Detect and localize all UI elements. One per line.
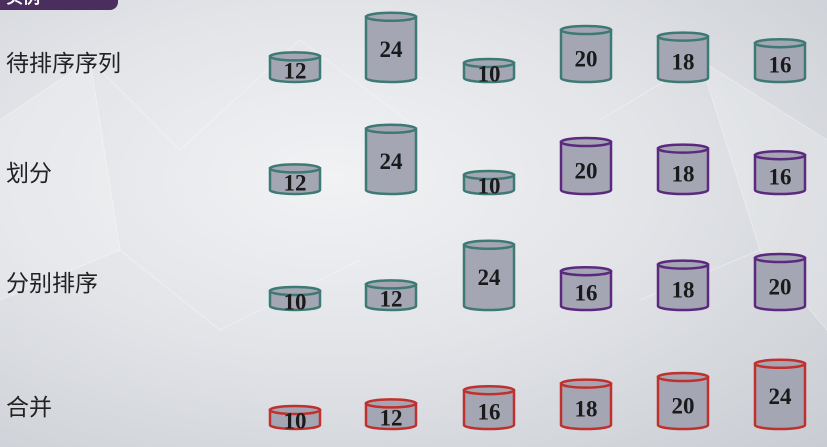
cylinder-20: 20 (559, 24, 613, 84)
cylinder-top (656, 143, 710, 154)
cylinder-value-label: 16 (575, 280, 598, 305)
cylinder-12: 12 (268, 51, 322, 84)
cylinder-value-label: 16 (769, 52, 792, 77)
cylinder-12: 12 (268, 163, 322, 196)
cylinder-value-label: 16 (769, 164, 792, 189)
cylinder-top (462, 169, 516, 181)
cylinder-10: 10 (462, 57, 516, 86)
cylinder-value-label: 16 (478, 399, 501, 424)
cylinder-top (559, 136, 613, 148)
cylinder-16: 16 (753, 37, 807, 84)
cylinder-body (559, 269, 613, 312)
cylinder-value-label: 24 (380, 37, 404, 62)
cylinder-top (559, 378, 613, 389)
cylinder-body (462, 243, 516, 312)
cylinder-top (364, 11, 418, 23)
cylinder-body (268, 55, 322, 84)
cylinder-top (559, 265, 613, 277)
cylinder-body (364, 402, 418, 431)
cylinder-24: 24 (364, 11, 418, 84)
cylinder-value-label: 18 (575, 396, 598, 421)
cylinder-12: 12 (364, 279, 418, 312)
cylinder-body (656, 35, 710, 84)
cylinder-top (462, 57, 516, 69)
cylinder-value-label: 20 (575, 158, 598, 183)
cylinder-top (268, 51, 322, 62)
cylinder-body (268, 167, 322, 196)
cylinder-body (753, 41, 807, 84)
cylinder-value-label: 10 (284, 408, 307, 433)
cylinder-top (364, 279, 418, 290)
cylinder-top (462, 384, 516, 396)
cylinder-top (364, 123, 418, 135)
cylinder-value-label: 12 (284, 58, 307, 83)
cylinder-top (268, 285, 322, 297)
cylinder-16: 16 (753, 149, 807, 196)
cylinder-value-label: 10 (478, 61, 501, 86)
cylinder-body (753, 362, 807, 431)
cylinder-value-label: 12 (380, 405, 403, 430)
section-tag: 实例 (0, 0, 118, 10)
cylinder-body (559, 28, 613, 84)
cylinder-value-label: 18 (672, 277, 695, 302)
cylinder-value-label: 12 (380, 286, 403, 311)
cylinder-body (364, 283, 418, 312)
row-label-merge: 合并 (6, 395, 52, 421)
cylinder-value-label: 24 (478, 265, 502, 290)
cylinder-18: 18 (656, 31, 710, 84)
cylinder-20: 20 (559, 136, 613, 196)
cylinder-value-label: 20 (575, 46, 598, 71)
cylinder-top (268, 404, 322, 416)
cylinder-value-label: 18 (672, 49, 695, 74)
cylinder-value-label: 24 (380, 149, 404, 174)
cylinder-value-label: 18 (672, 161, 695, 186)
cylinder-body (656, 147, 710, 196)
cylinder-18: 18 (656, 143, 710, 196)
cylinder-10: 10 (268, 285, 322, 314)
cylinder-value-label: 12 (284, 170, 307, 195)
cylinder-value-label: 24 (769, 384, 793, 409)
row-label-sort-each: 分别排序 (6, 271, 98, 297)
cylinder-18: 18 (559, 378, 613, 431)
cylinder-16: 16 (559, 265, 613, 312)
cylinder-top (753, 37, 807, 49)
cylinder-top (656, 371, 710, 383)
cylinder-20: 20 (753, 252, 807, 312)
cylinder-top (656, 259, 710, 270)
cylinder-top (268, 163, 322, 174)
cylinder-top (753, 358, 807, 370)
cylinder-top (364, 398, 418, 409)
row-label-unsorted: 待排序序列 (6, 51, 121, 77)
cylinder-10: 10 (268, 404, 322, 433)
cylinder-24: 24 (462, 239, 516, 312)
cylinder-body (559, 140, 613, 196)
cylinder-body (656, 263, 710, 312)
cylinder-16: 16 (462, 384, 516, 431)
cylinder-top (656, 31, 710, 42)
cylinder-value-label: 20 (672, 393, 695, 418)
cylinder-body (656, 375, 710, 431)
cylinder-body (753, 153, 807, 196)
cylinder-body (753, 256, 807, 312)
cylinder-18: 18 (656, 259, 710, 312)
cylinder-top (753, 149, 807, 161)
cylinder-top (462, 239, 516, 251)
row-label-partition: 划分 (6, 161, 52, 187)
cylinder-24: 24 (364, 123, 418, 196)
cylinder-top (559, 24, 613, 36)
cylinder-12: 12 (364, 398, 418, 431)
cylinder-24: 24 (753, 358, 807, 431)
cylinder-10: 10 (462, 169, 516, 198)
cylinder-body (559, 382, 613, 431)
cylinder-value-label: 20 (769, 274, 792, 299)
cylinder-body (462, 388, 516, 431)
cylinder-value-label: 10 (284, 289, 307, 314)
cylinder-body (364, 127, 418, 196)
cylinder-top (753, 252, 807, 264)
cylinder-body (364, 15, 418, 84)
cylinder-20: 20 (656, 371, 710, 431)
cylinder-value-label: 10 (478, 173, 501, 198)
